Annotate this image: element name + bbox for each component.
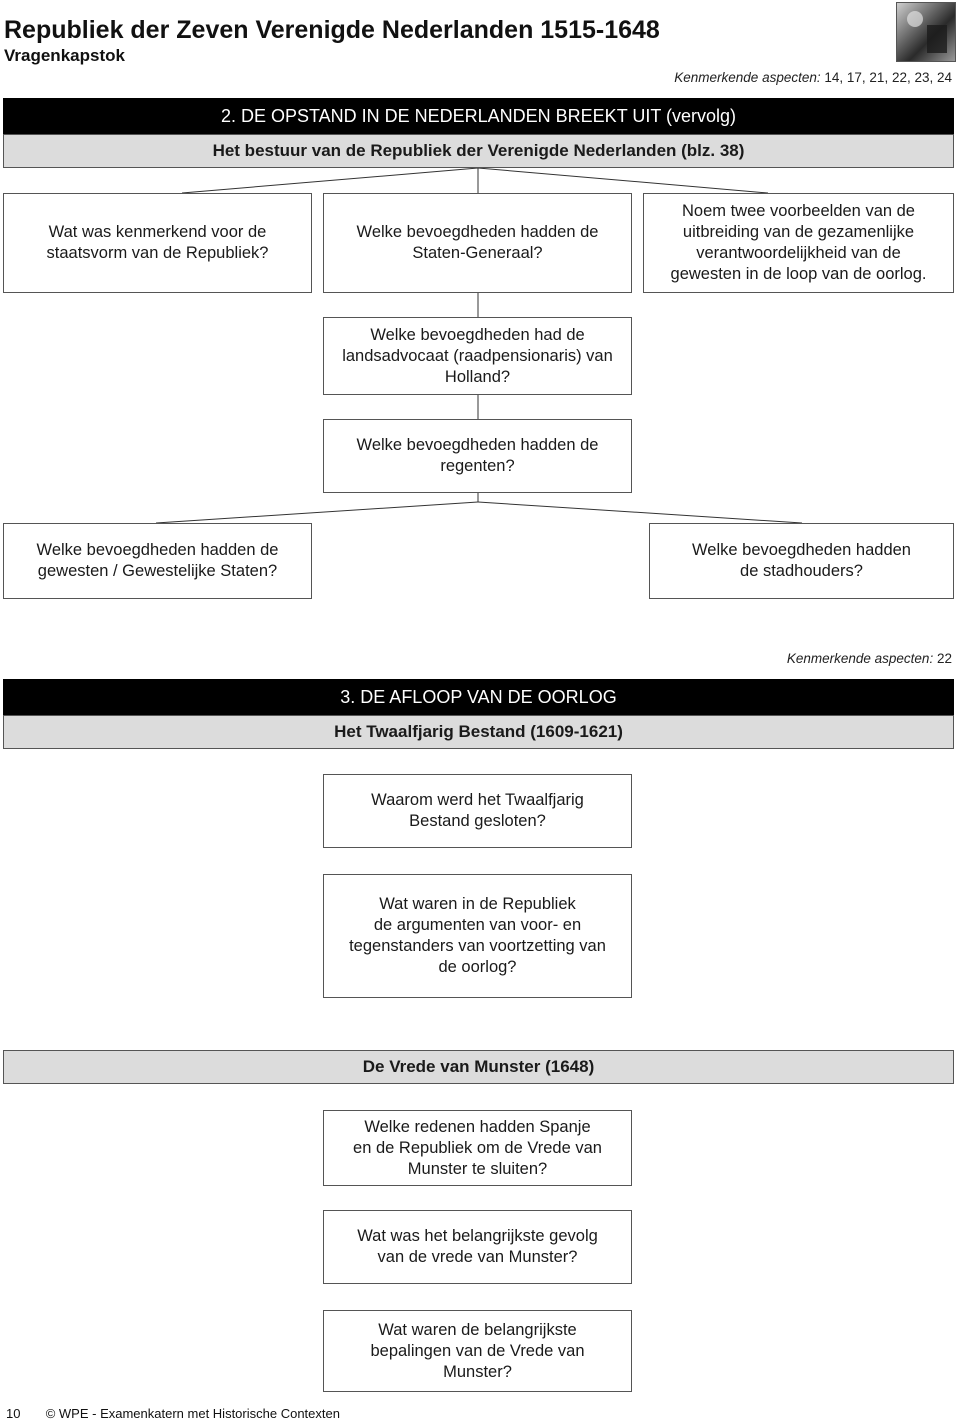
section3-heading: 3. DE AFLOOP VAN DE OORLOG xyxy=(3,679,954,715)
question-landsadvocaat[interactable]: Welke bevoegdheden had de landsadvocaat … xyxy=(323,317,632,395)
question-uitbreiding[interactable]: Noem twee voorbeelden van de uitbreiding… xyxy=(643,193,954,293)
question-regenten[interactable]: Welke bevoegdheden hadden de regenten? xyxy=(323,419,632,493)
aspects-values: 22 xyxy=(936,651,952,666)
section3-aspects: Kenmerkende aspecten: 22 xyxy=(787,651,952,666)
page-footer: 10 © WPE - Examenkatern met Historische … xyxy=(6,1406,340,1421)
question-text: Noem twee voorbeelden van de uitbreiding… xyxy=(670,202,927,283)
question-text: Welke redenen hadden Spanje en de Republ… xyxy=(353,1117,602,1178)
question-staatsvorm[interactable]: Wat was kenmerkend voor de staatsvorm va… xyxy=(3,193,312,293)
question-text: Welke bevoegdheden had de landsadvocaat … xyxy=(342,325,613,386)
question-text: Wat waren in de Republiek de argumenten … xyxy=(349,895,606,976)
page-subtitle: Vragenkapstok xyxy=(4,46,125,65)
copyright-text: © WPE - Examenkatern met Historische Con… xyxy=(45,1406,340,1421)
aspects-values: 14, 17, 21, 22, 23, 24 xyxy=(824,70,952,85)
question-text: Wat was kenmerkend voor de staatsvorm va… xyxy=(46,223,269,262)
historical-painting-image xyxy=(896,2,956,62)
section2-aspects: Kenmerkende aspecten: 14, 17, 21, 22, 23… xyxy=(674,70,952,85)
page-title: Republiek der Zeven Verenigde Nederlande… xyxy=(4,16,660,44)
question-redenen-vrede[interactable]: Welke redenen hadden Spanje en de Republ… xyxy=(323,1110,632,1186)
question-text: Welke bevoegdheden hadden de regenten? xyxy=(356,436,599,475)
question-text: Welke bevoegdheden hadden de stadhouders… xyxy=(692,541,911,580)
question-text: Welke bevoegdheden hadden de gewesten / … xyxy=(36,541,279,580)
question-gevolg-vrede[interactable]: Wat was het belangrijkste gevolg van de … xyxy=(323,1210,632,1284)
question-argumenten[interactable]: Wat waren in de Republiek de argumenten … xyxy=(323,874,632,998)
section2-subheading: Het bestuur van de Republiek der Verenig… xyxy=(3,134,954,168)
page-number: 10 xyxy=(6,1406,21,1421)
question-bepalingen-vrede[interactable]: Wat waren de belangrijkste bepalingen va… xyxy=(323,1310,632,1392)
question-text: Wat waren de belangrijkste bepalingen va… xyxy=(370,1320,585,1381)
question-text: Waarom werd het Twaalfjarig Bestand gesl… xyxy=(371,791,584,830)
section3-subheading-vrede: De Vrede van Munster (1648) xyxy=(3,1050,954,1084)
aspects-label: Kenmerkende aspecten: xyxy=(674,70,821,85)
question-gewesten[interactable]: Welke bevoegdheden hadden de gewesten / … xyxy=(3,523,312,599)
section2-heading: 2. DE OPSTAND IN DE NEDERLANDEN BREEKT U… xyxy=(3,98,954,134)
question-bestand-gesloten[interactable]: Waarom werd het Twaalfjarig Bestand gesl… xyxy=(323,774,632,848)
question-staten-generaal[interactable]: Welke bevoegdheden hadden de Staten-Gene… xyxy=(323,193,632,293)
section3-subheading-bestand: Het Twaalfjarig Bestand (1609-1621) xyxy=(3,715,954,749)
question-stadhouders[interactable]: Welke bevoegdheden hadden de stadhouders… xyxy=(649,523,954,599)
question-text: Welke bevoegdheden hadden de Staten-Gene… xyxy=(356,223,599,262)
aspects-label: Kenmerkende aspecten: xyxy=(786,651,934,666)
question-text: Wat was het belangrijkste gevolg van de … xyxy=(357,1227,598,1266)
